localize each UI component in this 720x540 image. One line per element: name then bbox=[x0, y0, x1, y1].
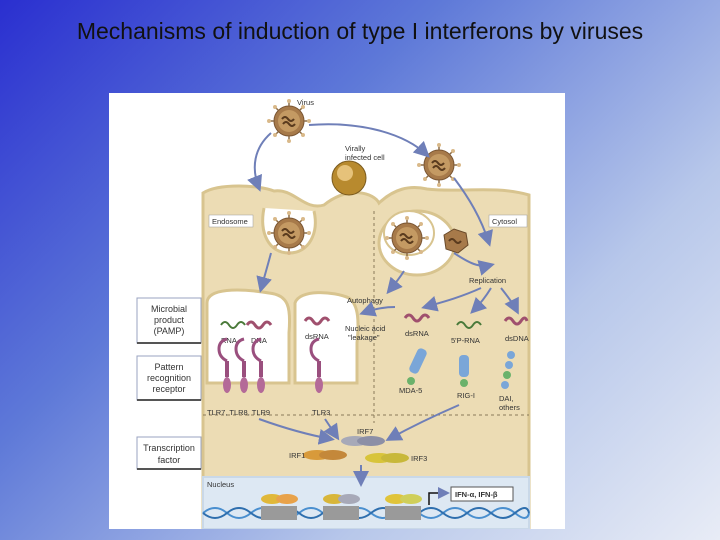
label-rigi: RIG-I bbox=[457, 391, 475, 400]
rna-strand bbox=[220, 321, 246, 329]
dsdna-cytosol-strand bbox=[503, 316, 529, 326]
label-replication: Replication bbox=[469, 276, 506, 285]
label-dsdna: dsDNA bbox=[505, 334, 529, 343]
label-dai-line2: others bbox=[499, 403, 520, 412]
label-infected-cell-line2: infected cell bbox=[345, 153, 385, 162]
side-label-tf-line2: factor bbox=[158, 455, 181, 465]
label-endosome: Endosome bbox=[212, 217, 248, 226]
arrow-tlr3-to-irf bbox=[323, 418, 340, 441]
label-infected-cell-line1: Virally bbox=[345, 144, 366, 153]
5p-rna-strand bbox=[456, 321, 482, 329]
endosome-vesicle-left bbox=[205, 288, 292, 385]
label-virus: Virus bbox=[297, 98, 314, 107]
virus-particle-right bbox=[416, 142, 462, 188]
arrow-autophagy bbox=[359, 301, 396, 317]
endosome-vesicle-middle bbox=[293, 291, 360, 385]
slide-title: Mechanisms of induction of type I interf… bbox=[76, 18, 644, 44]
mda5-receptor bbox=[407, 348, 427, 385]
uncoating-virion bbox=[443, 228, 469, 254]
side-label-receptor-line3: receptor bbox=[152, 384, 185, 394]
label-ifn: IFN-α, IFN-β bbox=[455, 490, 498, 499]
arrow-cell-to-right bbox=[453, 177, 493, 247]
dai-receptor bbox=[501, 351, 515, 389]
transcription-arrow bbox=[428, 487, 450, 505]
dsrna-endosome-strand bbox=[303, 316, 331, 326]
side-label-transcription-factor: Transcription factor bbox=[136, 436, 202, 470]
label-rna: RNA bbox=[221, 336, 237, 345]
arrow-to-replication bbox=[453, 252, 495, 276]
nucleus bbox=[202, 476, 530, 529]
irf3-factor bbox=[365, 453, 409, 463]
label-dsrna-endosome: dsRNA bbox=[305, 332, 329, 341]
rigi-receptor bbox=[459, 355, 469, 387]
label-tlr3: TLR3 bbox=[312, 408, 330, 417]
dna-strand bbox=[245, 320, 273, 330]
side-label-tf-line1: Transcription bbox=[143, 443, 195, 453]
irf7-factor bbox=[341, 436, 385, 446]
side-label-receptor-line2: recognition bbox=[147, 373, 191, 383]
side-label-pamp-line1: Microbial bbox=[151, 304, 187, 314]
label-nucleus: Nucleus bbox=[207, 480, 234, 489]
label-mda5: MDA-5 bbox=[399, 386, 422, 395]
promoter-complex-2 bbox=[323, 494, 360, 520]
label-nucleic-acid-line1: Nucleic acid bbox=[345, 324, 385, 333]
side-label-receptor: Pattern recognition receptor bbox=[136, 355, 202, 401]
label-irf7: IRF7 bbox=[357, 427, 373, 436]
virus-particle-cytosol bbox=[384, 215, 430, 261]
label-irf1: IRF1 bbox=[289, 451, 305, 460]
arrow-virus-to-cell bbox=[308, 123, 430, 158]
infected-cell-body bbox=[201, 184, 531, 529]
arrow-replication-dsdna bbox=[500, 287, 519, 315]
dsrna-cytosol-strand bbox=[403, 313, 431, 323]
label-cytosol: Cytosol bbox=[492, 217, 517, 226]
label-5p-rna: 5'P-RNA bbox=[451, 336, 480, 345]
arrow-replication-dsrna bbox=[421, 287, 482, 312]
side-label-pamp: Microbial product (PAMP) bbox=[136, 297, 202, 344]
arrow-replication-5p bbox=[470, 287, 492, 314]
arrow-endosome-down bbox=[256, 252, 272, 293]
side-label-pamp-line3: (PAMP) bbox=[154, 326, 185, 336]
label-autophagy: Autophagy bbox=[347, 296, 383, 305]
promoter-complex-3 bbox=[385, 494, 422, 520]
dna-strand-2 bbox=[202, 507, 530, 519]
side-label-pamp-line2: product bbox=[154, 315, 185, 325]
label-tlr-group: TLR7, TLR8, TLR9 bbox=[207, 408, 270, 417]
arrow-virus-to-endosome-top bbox=[247, 132, 272, 192]
promoter-complex-1 bbox=[261, 494, 298, 520]
label-irf3: IRF3 bbox=[411, 454, 427, 463]
arrow-cytosol-vesicle-down bbox=[386, 270, 405, 295]
side-label-receptor-line1: Pattern bbox=[154, 362, 183, 372]
label-dsrna-cytosol: dsRNA bbox=[405, 329, 429, 338]
label-dai-line1: DAI, bbox=[499, 394, 514, 403]
label-nucleic-acid-line2: "leakage" bbox=[348, 333, 380, 342]
infected-cell-nucleus-icon bbox=[331, 160, 367, 196]
virus-particle-endosome bbox=[266, 210, 312, 256]
interferon-induction-figure: Microbial product (PAMP) Pattern recogni… bbox=[109, 93, 565, 529]
irf1-factor bbox=[303, 450, 347, 460]
arrow-rlr-to-irf bbox=[385, 404, 460, 441]
